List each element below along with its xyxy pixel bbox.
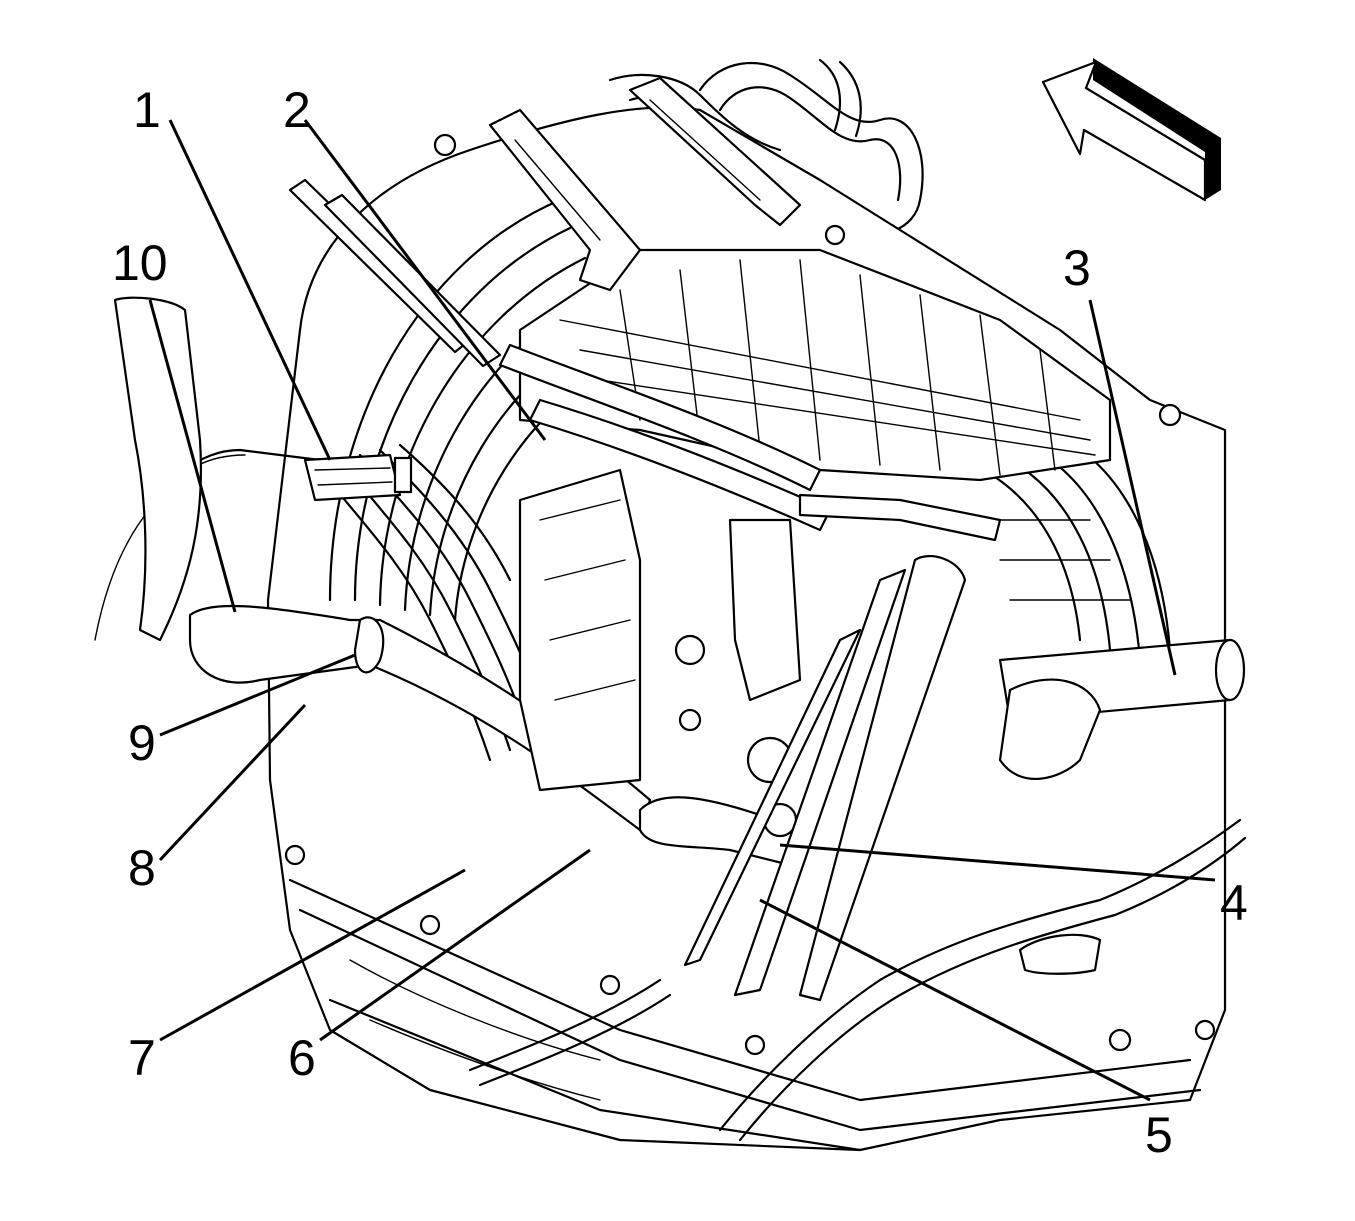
cooler-hose-main bbox=[188, 604, 652, 832]
leader-lines bbox=[148, 119, 1216, 1102]
callout-2: 2 bbox=[283, 82, 311, 138]
center-bracket bbox=[518, 468, 802, 838]
callout-labels: 1 2 3 4 5 6 7 8 9 10 bbox=[112, 82, 1248, 1163]
cooler-lines-upper bbox=[288, 178, 1002, 542]
diagonal-pipes bbox=[683, 555, 967, 1002]
callout-8: 8 bbox=[128, 840, 156, 896]
callout-1: 1 bbox=[133, 82, 161, 138]
electrical-connector bbox=[303, 453, 413, 502]
front-direction-arrow-icon bbox=[1041, 58, 1221, 202]
callout-7: 7 bbox=[128, 1030, 156, 1086]
callout-5: 5 bbox=[1145, 1107, 1173, 1163]
callout-4: 4 bbox=[1220, 875, 1248, 931]
lower-harness bbox=[468, 818, 1247, 1142]
callout-6: 6 bbox=[288, 1030, 316, 1086]
callout-10: 10 bbox=[112, 235, 168, 291]
callout-3: 3 bbox=[1063, 240, 1091, 296]
strap-bracket bbox=[488, 76, 802, 292]
bolts bbox=[284, 133, 1216, 1056]
hose-vertical bbox=[113, 296, 203, 642]
callout-9: 9 bbox=[128, 715, 156, 771]
